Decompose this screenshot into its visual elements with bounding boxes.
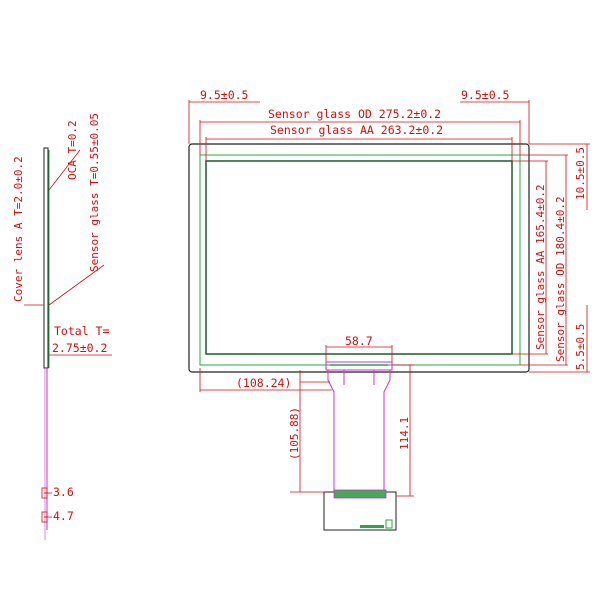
margin-top-label: 10.5±0.5	[574, 147, 587, 200]
fpc-length-label: 114.1	[398, 417, 411, 450]
total-thickness-line1: Total T=	[54, 324, 109, 338]
fpc-bond-area	[325, 361, 393, 371]
sensor-glass-thickness-label: Sensor glass T=0.55±0.05	[88, 113, 101, 272]
cover-lens-label: Cover lens A T=2.0±0.2	[12, 156, 25, 302]
sensor-od-height-label: Sensor glass OD 180.4±0.2	[554, 196, 567, 362]
dim-4-7: 4.7	[53, 509, 74, 523]
sensor-od-width-label: Sensor glass OD 275.2±0.2	[268, 107, 441, 121]
margin-left-label: 9.5±0.5	[200, 88, 248, 102]
cover-lens-outline	[188, 143, 530, 373]
margin-right-label: 9.5±0.5	[461, 88, 509, 102]
fpc-offset-label: (108.24)	[236, 376, 291, 390]
total-thickness-line2: 2.75±0.2	[52, 341, 107, 355]
margin-bottom-label: 5.5±0.5	[574, 324, 587, 370]
cover-lens-profile	[43, 147, 49, 369]
fpc-width-label: 58.7	[345, 334, 373, 348]
side-view: Cover lens A T=2.0±0.2 OCA T=0.2 Sensor …	[12, 113, 112, 540]
sensor-aa-height-label: Sensor glass AA 165.4±0.2	[534, 184, 547, 350]
oca-label: OCA T=0.2	[66, 120, 79, 180]
sensor-glass-aa	[205, 160, 513, 355]
fpc-neck	[327, 370, 391, 492]
sensor-aa-width-label: Sensor glass AA 263.2±0.2	[270, 123, 443, 137]
dim-3-6: 3.6	[53, 485, 74, 499]
fpc-length-inner-label: (105.88)	[288, 407, 301, 460]
fpc-tail: 58.7 (108.24) (105.88) 114.1	[199, 334, 414, 531]
front-view: 9.5±0.5 9.5±0.5 Sensor glass OD 275.2±0.…	[188, 88, 590, 531]
